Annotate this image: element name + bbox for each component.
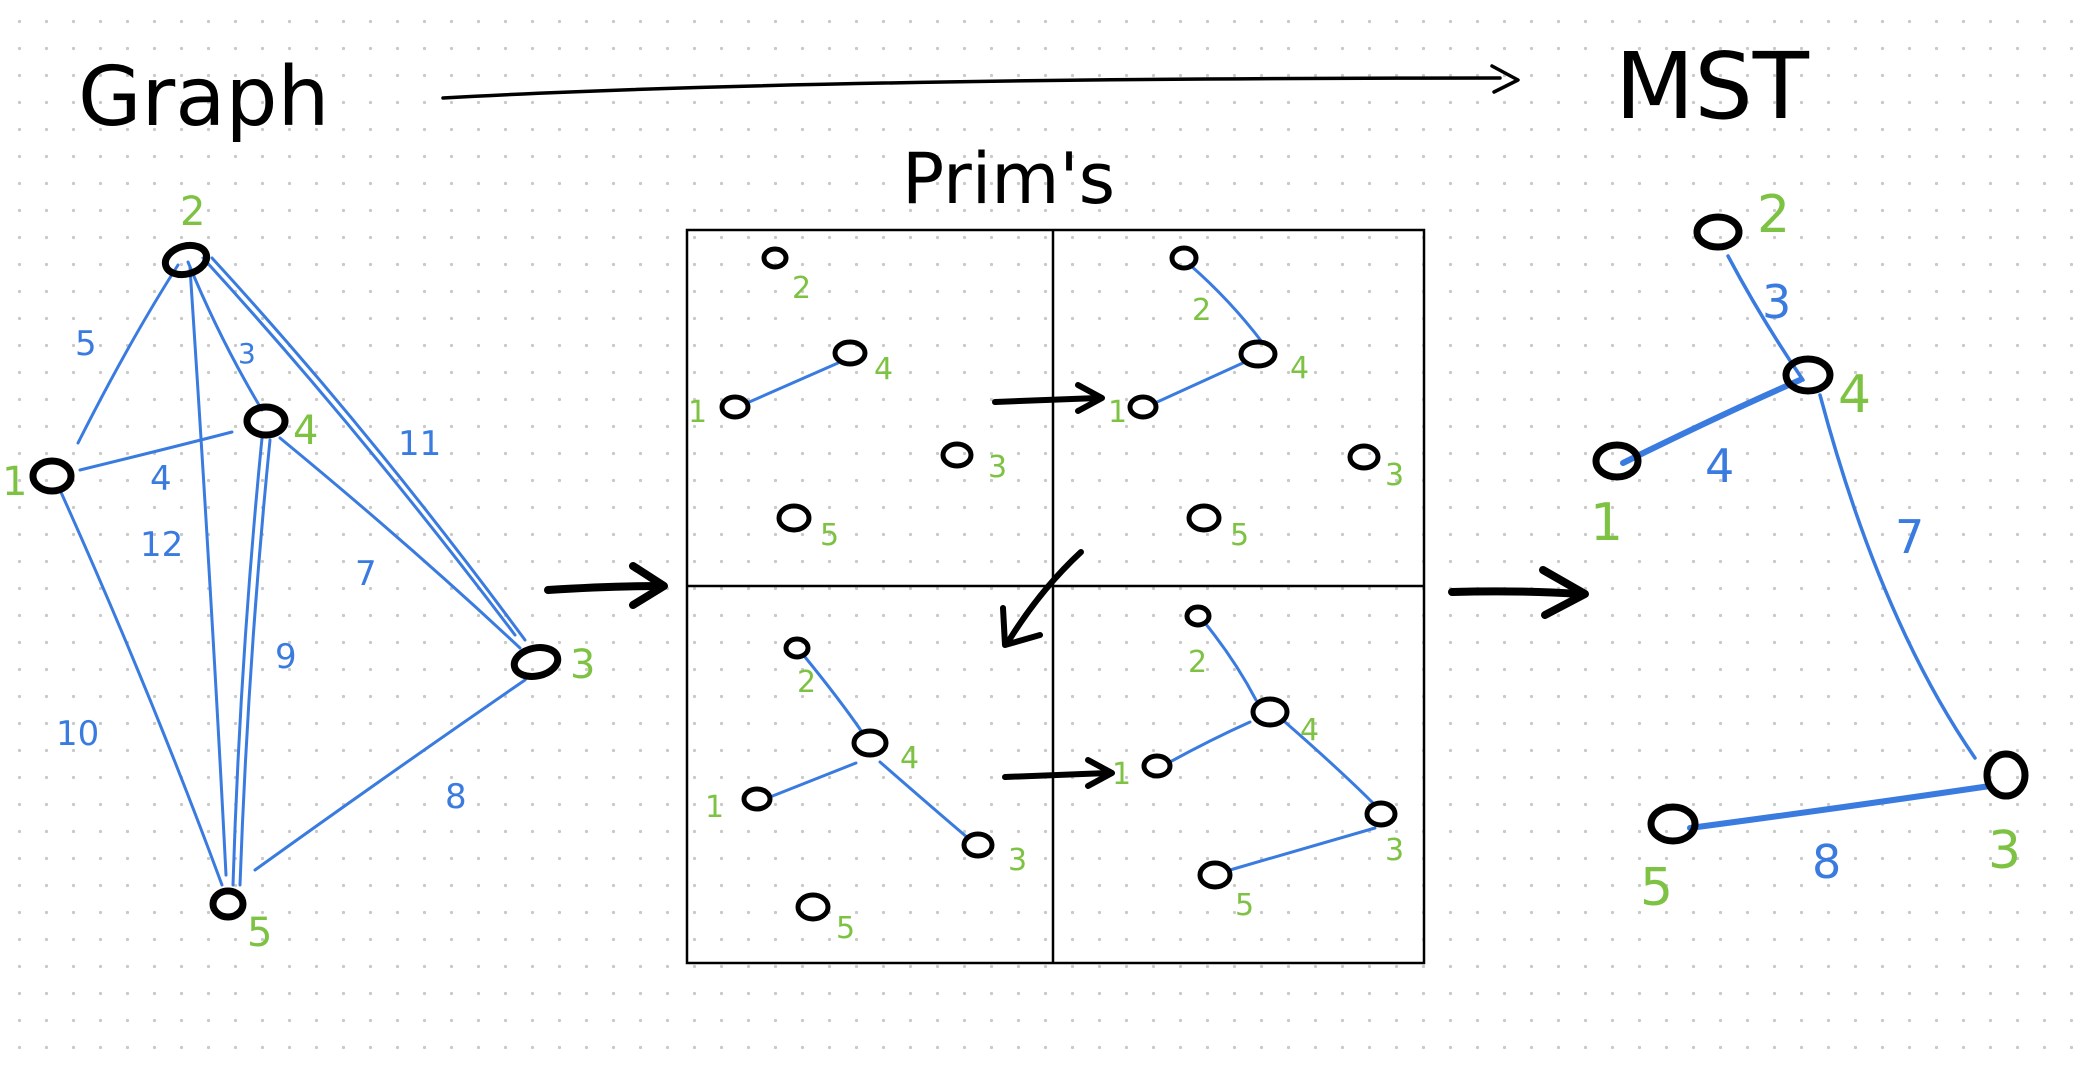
weight-1-2: 5 [75, 324, 97, 364]
input-vertex-labels: 2 4 1 3 5 [2, 189, 595, 956]
mst-vertex-4 [1782, 355, 1834, 395]
input-vertex-3 [510, 644, 562, 680]
svg-text:1: 1 [705, 790, 724, 825]
mst-label-4: 4 [1838, 365, 1871, 425]
mst-label-1: 1 [1590, 493, 1623, 553]
prim-step-3: 2 4 1 3 5 [705, 636, 1027, 946]
edge-2-5 [188, 266, 228, 877]
weight-3-5: 8 [445, 777, 467, 817]
svg-text:1: 1 [688, 395, 707, 430]
input-graph: 2 4 1 3 5 5 3 11 4 12 7 9 10 8 [2, 189, 595, 956]
weight-4-3: 7 [355, 554, 377, 594]
edge-4-5-b [238, 438, 272, 887]
edge-4-3 [278, 436, 522, 650]
svg-text:4: 4 [900, 741, 919, 776]
weight-4-5: 9 [275, 637, 297, 677]
input-label-5: 5 [247, 910, 272, 956]
edge-2-3-a [201, 256, 517, 637]
steps-frame [685, 228, 1426, 965]
mst-edge-3-5 [1687, 783, 1993, 831]
svg-text:2: 2 [792, 271, 811, 306]
mst-edge-1-4 [1620, 377, 1803, 466]
weight-2-5: 12 [140, 525, 183, 565]
input-vertex-5 [209, 887, 247, 921]
svg-text:2: 2 [1188, 645, 1207, 680]
weight-1-4: 4 [150, 459, 172, 499]
mst-vertex-3 [1983, 750, 2029, 800]
weight-2-4: 3 [238, 337, 256, 370]
svg-text:3: 3 [1008, 843, 1027, 878]
svg-text:5: 5 [836, 911, 855, 946]
svg-text:5: 5 [820, 518, 839, 553]
svg-text:5: 5 [1235, 888, 1254, 923]
input-edge-weights: 5 3 11 4 12 7 9 10 8 [56, 324, 467, 817]
arrow-to-mst [1448, 566, 1589, 619]
mst-label-2: 2 [1757, 185, 1790, 245]
svg-text:3: 3 [988, 450, 1007, 485]
mst-edges [1620, 254, 1993, 831]
edge-2-3-b [210, 256, 527, 642]
heading-mst: MST [1615, 33, 1810, 140]
mst-vertex-2 [1693, 213, 1743, 251]
heading-graph: Graph [78, 50, 330, 145]
input-graph-vertices [29, 241, 562, 921]
mst-edge-weights: 3 4 7 8 [1705, 275, 1924, 889]
heading-arrow-line [441, 76, 1502, 100]
svg-text:3: 3 [1385, 833, 1404, 868]
svg-text:4: 4 [1300, 713, 1319, 748]
edge-1-2 [76, 263, 180, 445]
edge-2-4 [186, 260, 264, 412]
svg-text:2: 2 [1192, 293, 1211, 328]
mst-label-3: 3 [1988, 821, 2021, 881]
mst-vertex-labels: 2 4 1 3 5 [1590, 185, 2021, 918]
weight-2-3: 11 [398, 424, 441, 464]
svg-text:1: 1 [1112, 757, 1131, 792]
mst-weight-4-3: 7 [1895, 510, 1924, 564]
svg-text:2: 2 [797, 665, 816, 700]
input-vertex-4 [243, 403, 289, 439]
svg-text:3: 3 [1385, 458, 1404, 493]
input-label-4: 4 [293, 408, 318, 454]
input-label-1: 1 [2, 459, 27, 505]
heading-prims: Prim's [902, 138, 1115, 220]
mst-weight-1-4: 4 [1705, 439, 1734, 493]
edge-1-5 [58, 488, 224, 887]
svg-text:4: 4 [1290, 351, 1309, 386]
arrow-step1-to-step2 [992, 382, 1105, 414]
input-label-2: 2 [180, 189, 205, 235]
svg-text:4: 4 [874, 352, 893, 387]
mst-edge-4-3 [1818, 393, 1977, 760]
mst-vertex-5 [1647, 803, 1699, 845]
arrow-step3-to-step4 [1002, 757, 1115, 789]
svg-text:1: 1 [1108, 395, 1127, 430]
prim-step-2: 2 4 1 3 5 [1108, 245, 1404, 553]
input-vertex-2 [161, 241, 211, 279]
mst-weight-2-4: 3 [1762, 275, 1791, 329]
svg-text:5: 5 [1230, 518, 1249, 553]
weight-1-5: 10 [56, 714, 99, 754]
input-label-3: 3 [570, 642, 595, 688]
prim-step-4: 2 4 1 3 5 [1112, 604, 1404, 923]
mst-vertices [1592, 213, 2029, 845]
edge-4-5-a [231, 436, 264, 887]
prim-step-1: 2 4 1 3 5 [688, 246, 1007, 553]
mst-label-5: 5 [1640, 858, 1673, 918]
edge-3-5 [253, 678, 527, 872]
mst-vertex-1 [1592, 441, 1642, 481]
mst-graph: 2 4 1 3 5 3 4 7 8 [1590, 185, 2029, 918]
input-graph-edges [58, 256, 527, 887]
edge-1-4 [78, 430, 234, 472]
heading-arrow-head [1490, 64, 1520, 94]
arrow-to-steps [544, 562, 668, 609]
arrow-step2-to-step3 [1000, 549, 1084, 648]
prim-steps-grid: 2 4 1 3 5 2 4 [685, 228, 1426, 965]
input-vertex-1 [29, 457, 75, 495]
mst-weight-3-5: 8 [1812, 835, 1841, 889]
